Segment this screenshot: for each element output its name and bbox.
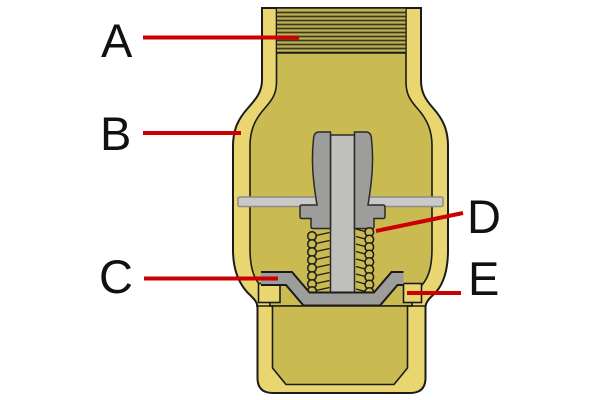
- spring: [306, 226, 375, 298]
- callouts: A B C D E: [99, 14, 501, 305]
- leader-line-d: [375, 211, 464, 233]
- seat-dish: [261, 271, 404, 307]
- thread-section: [277, 9, 406, 54]
- label-e: E: [468, 252, 499, 305]
- disc-stem: [329, 134, 356, 301]
- valve-disc: [299, 131, 386, 230]
- seat-dish-body: [261, 273, 404, 305]
- label-a: A: [101, 14, 133, 67]
- label-b: B: [100, 107, 131, 160]
- spring-links: [315, 228, 366, 293]
- label-d: D: [467, 190, 501, 243]
- valve-disc-right: [353, 131, 386, 230]
- bottom-port-interior: [271, 305, 409, 386]
- thread-lines: [277, 11, 406, 50]
- valve-disc-left: [299, 131, 332, 230]
- retainer-tab-left: [257, 282, 281, 304]
- label-c: C: [99, 250, 133, 303]
- thread-zone: [277, 9, 406, 53]
